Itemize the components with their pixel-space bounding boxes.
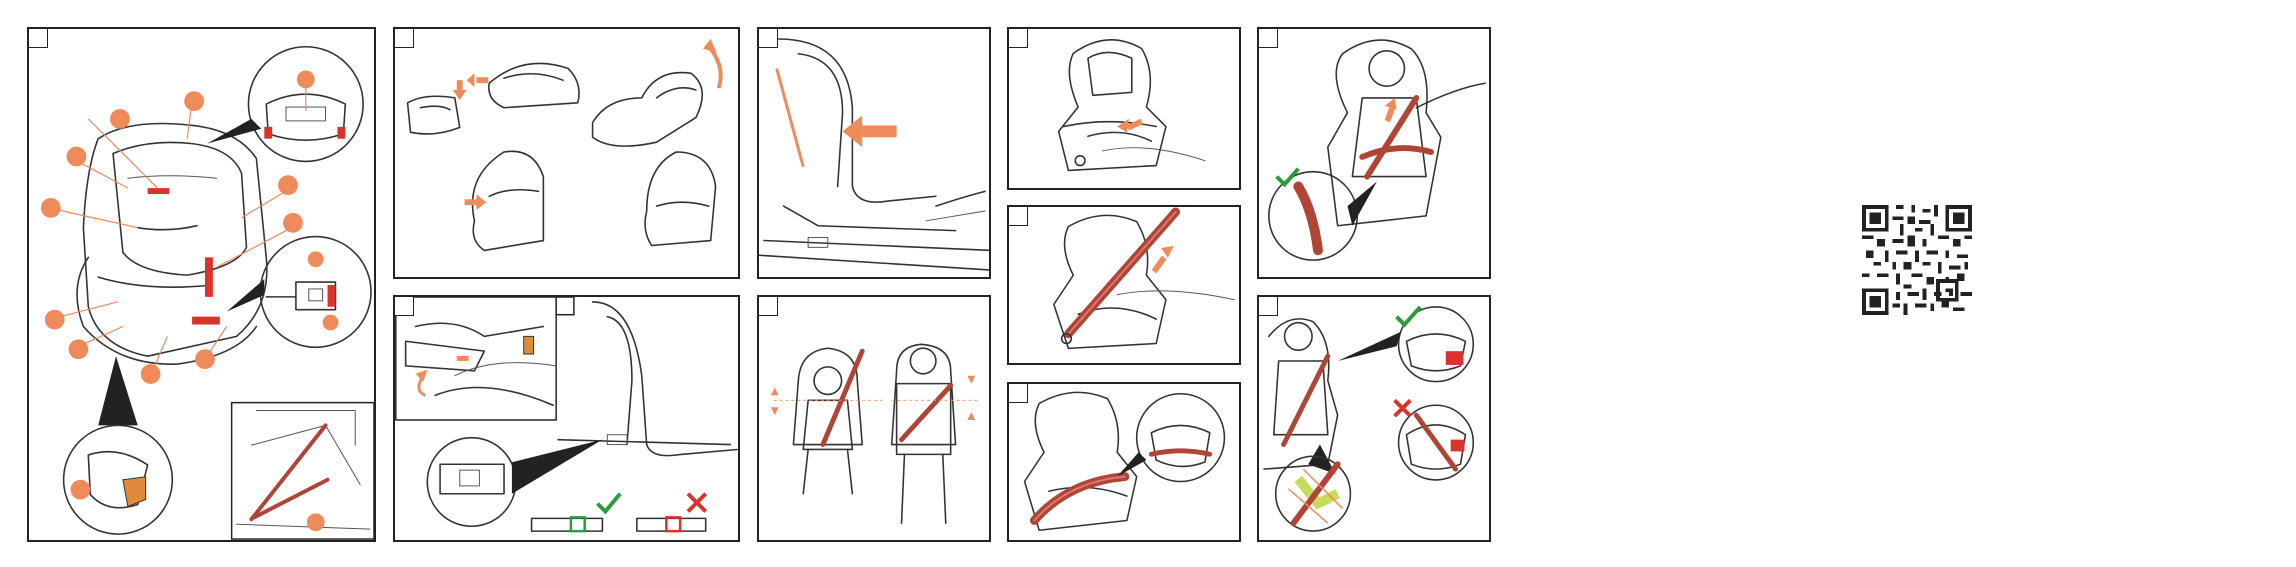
panel-headrest-front [1007,27,1241,190]
panel-overview [27,27,376,542]
panel-corner [1259,29,1278,48]
panel-corner [29,29,48,48]
panel-corner [759,29,778,48]
panel-assembly [393,27,740,279]
panel-corner [1009,384,1028,403]
panel-isofix-connect [393,295,740,542]
shoulder-belt-illustration [1009,207,1239,363]
panel-lap-belt [1007,382,1241,542]
panel-corner [1009,29,1028,48]
car-seat-overview-illustration [29,29,374,540]
panel-corner [395,297,414,316]
panel-corner [1259,297,1278,316]
panel-belt-routing [1257,27,1491,279]
panel-child-height [757,295,991,542]
panel-corner [395,29,414,48]
belt-routing-illustration [1259,29,1489,277]
child-fit-illustration [759,297,989,540]
panel-isofix-side [757,27,991,279]
lap-belt-illustration [1009,384,1239,540]
panel-belt-check [1257,295,1491,542]
assembly-steps-illustration [395,29,738,277]
qr-code-icon [1862,205,1972,315]
panel-corner [1009,207,1028,226]
panel-child-belt-upper [1007,205,1241,365]
belt-check-illustration [1259,297,1489,540]
isofix-connect-illustration [395,297,738,540]
seat-side-illustration [759,29,989,277]
headrest-adjust-illustration [1009,29,1239,188]
panel-corner [759,297,778,316]
